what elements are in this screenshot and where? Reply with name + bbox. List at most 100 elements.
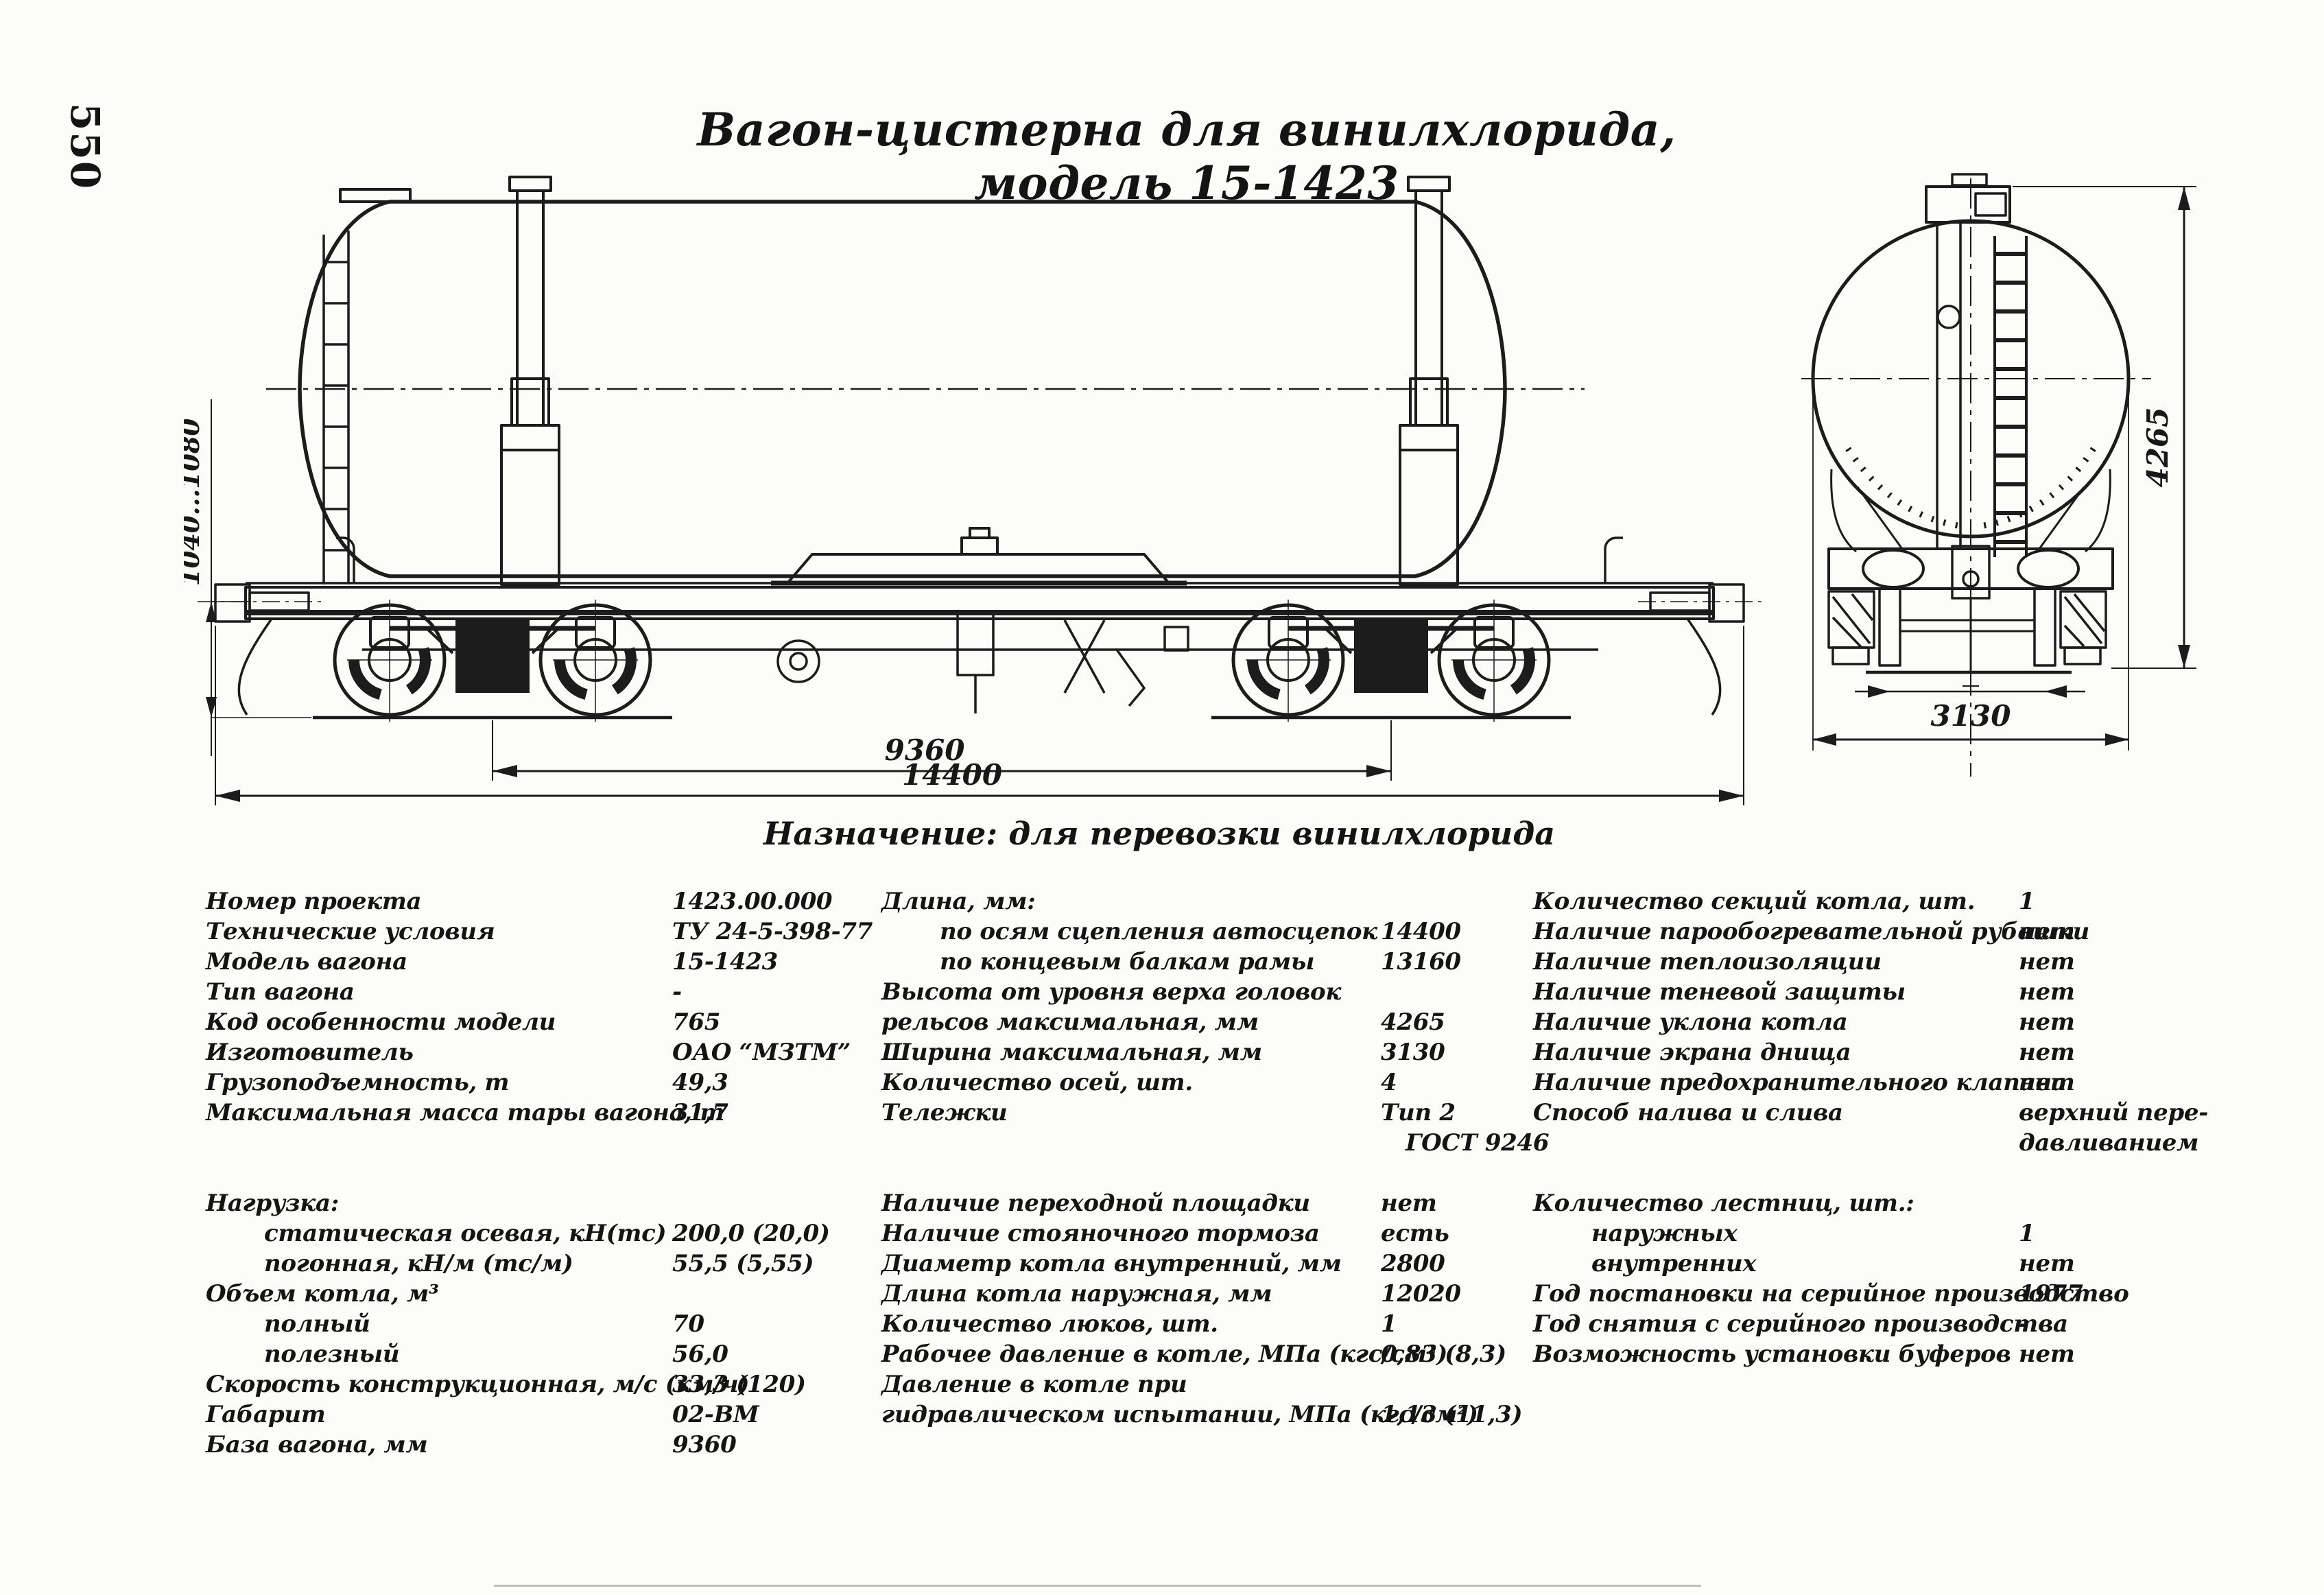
- spec-value: 4: [1381, 1069, 1397, 1096]
- standpipe-and-cap: [1925, 173, 2011, 550]
- spec-row: Тип вагона -: [206, 977, 892, 1007]
- spec-label: полный: [264, 1310, 370, 1338]
- spec-label: рельсов максимальная, мм: [881, 1008, 1259, 1036]
- spec-label: Тележки: [881, 1099, 1008, 1126]
- spec-label: Количество секций котла, шт.: [1533, 888, 1976, 915]
- spec-value: 200,0 (20,0): [672, 1220, 830, 1247]
- spec-value: 31,7: [672, 1099, 728, 1126]
- spec-label: Код особенности модели: [206, 1008, 556, 1036]
- spec-label: Длина, мм:: [881, 888, 1036, 915]
- spec-value: есть: [1381, 1220, 1449, 1247]
- spec-row: Количество лестниц, шт.:: [1533, 1188, 2260, 1218]
- spec-label: Способ налива и слива: [1533, 1099, 1843, 1126]
- spec-row: погонная, кН/м (тс/м)55,5 (5,55): [206, 1249, 892, 1279]
- spec-row: Способ налива и слива верхний пере-: [1533, 1098, 2260, 1128]
- dimension-height-over-rail: 4265: [2013, 186, 2196, 669]
- spec-label: по осям сцепления автосцепок: [940, 918, 1377, 945]
- wheel: [1231, 600, 1345, 722]
- spec-value: верхний пере-: [2019, 1099, 2209, 1126]
- spec-value: 13160: [1381, 948, 1461, 976]
- spec-value: 765: [672, 1008, 721, 1036]
- dimension-max-width: 3130: [1812, 386, 2129, 751]
- spec-value: 2800: [1381, 1250, 1445, 1277]
- end-running-gear: [1827, 587, 2107, 694]
- spec-value: 33,3 (120): [672, 1371, 806, 1398]
- dimension-coupler-height: 1040...1080: [184, 399, 311, 756]
- spec-row: Диаметр котла внутренний, мм 2800: [881, 1249, 1540, 1279]
- spec-row: Количество люков, шт.1: [881, 1309, 1540, 1339]
- spec-row: ГОСТ 9246: [881, 1128, 1550, 1158]
- tank-car-side-view: 1040...1080 9360 14400: [184, 176, 1762, 805]
- bogie-left: [313, 600, 672, 722]
- spec-row: Нагрузка:: [206, 1188, 892, 1218]
- spec-label: Нагрузка:: [206, 1190, 339, 1217]
- spec-spacer: [1533, 1158, 2260, 1188]
- spec-value: Тип 2: [1381, 1099, 1456, 1126]
- spec-row: по концевым балкам рамы 13160: [881, 947, 1540, 977]
- brake-rigging: [776, 611, 1189, 713]
- spec-row: статическая осевая, кН(тс)200,0 (20,0): [206, 1218, 892, 1249]
- spec-value: нет: [2019, 948, 2075, 976]
- spec-value: 1977: [2019, 1280, 2083, 1308]
- spec-value: нет: [2019, 1039, 2075, 1066]
- spec-value: 70: [672, 1310, 704, 1338]
- page-number: 550: [62, 103, 108, 191]
- spec-spacer: [206, 1158, 892, 1188]
- spec-label: статическая осевая, кН(тс): [264, 1220, 667, 1247]
- spec-label: Наличие предохранительного клапана: [1533, 1069, 2067, 1096]
- wheel: [1437, 600, 1551, 722]
- spec-row: Номер проекта 1423.00.000: [206, 886, 892, 917]
- spec-label: Наличие уклона котла: [1533, 1008, 1848, 1036]
- spec-label: Год постановки на серийное производство: [1533, 1280, 2129, 1308]
- spec-value: 14400: [1381, 918, 1461, 945]
- coupler-left: [198, 536, 355, 716]
- spec-value: -: [672, 978, 682, 1006]
- spec-row: внутренних нет: [1533, 1249, 2260, 1279]
- dim-label-length: 14400: [902, 758, 1002, 792]
- spec-value: 1423.00.000: [672, 888, 833, 915]
- spec-value: 3130: [1381, 1039, 1445, 1066]
- spec-value: 9360: [672, 1431, 737, 1458]
- spec-row: Объем котла, м³: [206, 1279, 892, 1309]
- spec-label: внутренних: [1591, 1250, 1757, 1277]
- technical-drawing: 1040...1080 9360 14400: [184, 173, 2262, 811]
- bogie-right: [1211, 600, 1571, 722]
- spec-label: Количество люков, шт.: [881, 1310, 1218, 1338]
- tank-car-end-view: 3130 4265: [1801, 173, 2196, 777]
- purpose-line: Назначение: для перевозки винилхлорида: [763, 815, 1556, 852]
- spec-value: давливанием: [2019, 1129, 2199, 1157]
- spec-value: 49,3: [672, 1069, 728, 1096]
- spec-row: Длина, мм:: [881, 886, 1540, 917]
- spec-value: нет: [2019, 1250, 2075, 1277]
- spec-label: Длина котла наружная, мм: [881, 1280, 1272, 1308]
- spec-label: Номер проекта: [206, 888, 422, 915]
- spec-value: 02-ВМ: [672, 1401, 759, 1428]
- spec-label: Тип вагона: [206, 978, 355, 1006]
- spec-label: Наличие теплоизоляции: [1533, 948, 1882, 976]
- spec-row: Код особенности модели 765: [206, 1007, 892, 1037]
- end-ladder: [322, 231, 350, 584]
- centerlines: [1801, 178, 2151, 777]
- spec-value: 56,0: [672, 1340, 728, 1368]
- spec-label: Диаметр котла внутренний, мм: [881, 1250, 1342, 1277]
- spec-label: Объем котла, м³: [206, 1280, 439, 1308]
- dim-label-max-width: 3130: [1931, 699, 2011, 733]
- spec-label: База вагона, мм: [206, 1431, 428, 1458]
- spec-label: по концевым балкам рамы: [940, 948, 1315, 976]
